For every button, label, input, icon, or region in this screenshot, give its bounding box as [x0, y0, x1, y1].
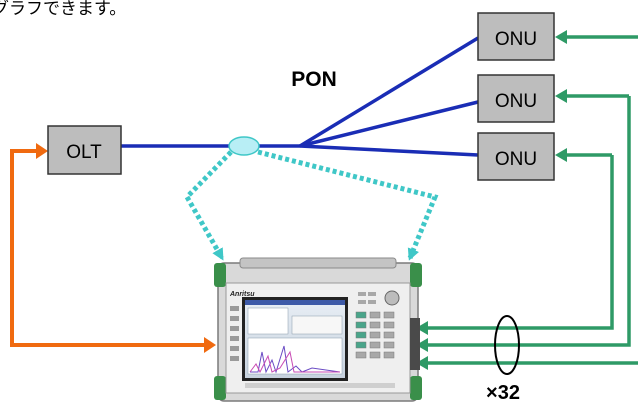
bumper-br — [410, 376, 422, 400]
olt-link-arrow-in — [36, 143, 48, 159]
multiplier-label: ×32 — [486, 382, 520, 404]
screen-titlebar — [245, 300, 345, 305]
onu-arrow-3 — [555, 148, 567, 162]
side-port-block — [410, 318, 420, 370]
onu-box-3-rect — [477, 132, 555, 181]
olt-link — [10, 149, 206, 347]
onu-link-arrows — [416, 30, 567, 370]
device-arrow-2 — [416, 338, 428, 352]
fiber-to-onu-3 — [299, 144, 479, 157]
onu-label-1: ONU — [495, 29, 537, 50]
bumper-tl — [214, 263, 226, 287]
screen-graph — [247, 337, 343, 375]
screen-panel — [291, 315, 343, 335]
screen-table — [247, 307, 289, 335]
rotary-knob — [384, 290, 400, 306]
olt-box-rect — [47, 125, 122, 175]
onu-label-2: ONU — [495, 91, 537, 112]
screen-graph-trace-1 — [250, 345, 341, 374]
bottom-strip — [245, 383, 395, 388]
onu-box-2-rect — [477, 74, 555, 123]
fiber-to-onu-1 — [299, 36, 479, 148]
olt-link-arrow-device — [204, 337, 216, 353]
bundle-ring — [494, 315, 520, 375]
onu-box-1-rect — [477, 12, 555, 61]
pon-label: PON — [291, 68, 337, 91]
device-brand: Anritsu — [229, 291, 255, 298]
left-buttons — [230, 306, 239, 361]
device-arrow-3 — [416, 356, 428, 370]
onu-arrow-2 — [555, 89, 567, 103]
tap-line-right — [257, 149, 439, 261]
onu-arrow-1 — [555, 30, 567, 44]
test-instrument: Anritsu — [214, 257, 422, 402]
keypad — [355, 311, 395, 359]
top-right-buttons — [358, 292, 376, 304]
instrument-top-handle — [239, 257, 397, 269]
screen-graph-trace-2 — [249, 350, 340, 374]
onu-link-3 — [427, 155, 614, 330]
bumper-tr — [410, 263, 422, 287]
device-arrow-1 — [416, 321, 428, 335]
onu-label-3: ONU — [495, 149, 537, 170]
onu-box-2: ONU — [477, 74, 555, 123]
onu-links — [427, 35, 638, 365]
olt-loop-line — [10, 149, 206, 347]
fiber-to-onu-2 — [299, 100, 479, 148]
olt-box: OLT — [47, 125, 122, 175]
pon-fiber — [121, 36, 479, 157]
tap-line-left — [183, 150, 233, 261]
bumper-bl — [214, 376, 226, 400]
tap-lines — [183, 149, 439, 261]
onu-box-1: ONU — [477, 12, 555, 61]
optical-tap — [228, 136, 260, 156]
header-text: グラフできます。 — [0, 0, 126, 19]
onu-box-3: ONU — [477, 132, 555, 181]
olt-label: OLT — [66, 142, 102, 163]
